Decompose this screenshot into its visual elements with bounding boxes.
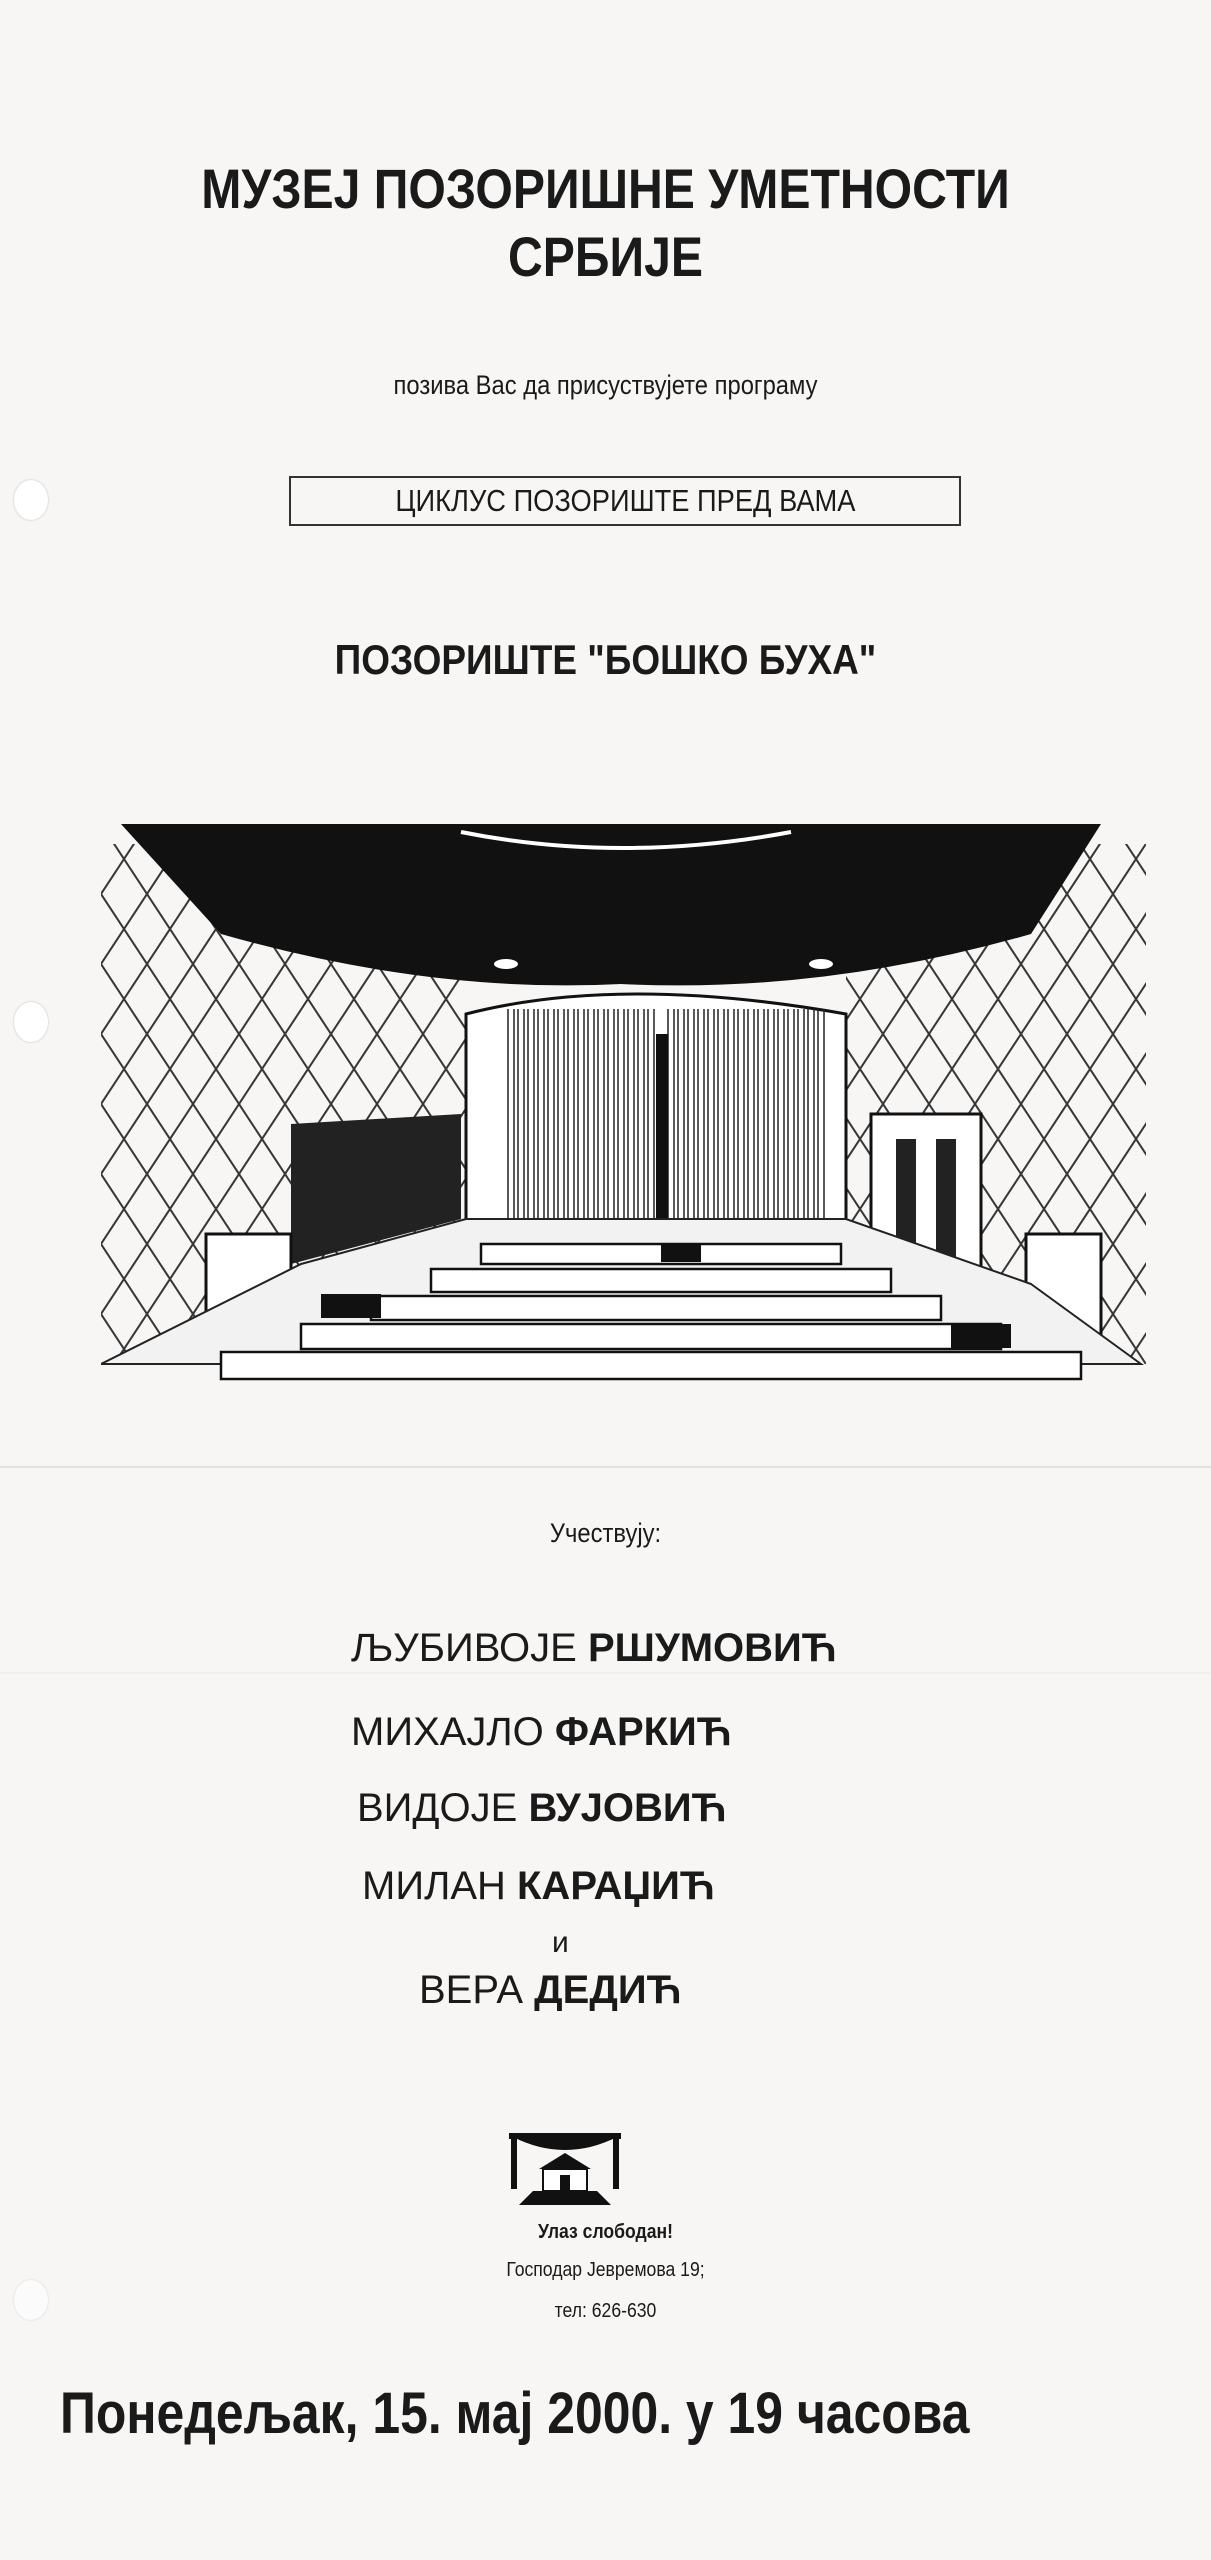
- left-curtain: [506, 1009, 656, 1224]
- invitation-text: позива Вас да присуствујете програму: [393, 370, 818, 400]
- first-name: ЉУБИВОЈЕ: [351, 1626, 577, 1670]
- phone: тел: 626-630: [554, 2300, 657, 2322]
- last-name: КАРАЏИЋ: [517, 1864, 715, 1908]
- right-curtain: [666, 1009, 826, 1224]
- theatre-logo: [509, 2133, 621, 2205]
- theatre-name: ПОЗОРИШТЕ "БОШКО БУХА": [334, 636, 877, 683]
- fold-line: [0, 1466, 1211, 1468]
- last-name: ДЕДИЋ: [534, 1968, 682, 2012]
- cycle-box: ЦИКЛУС ПОЗОРИШТЕ ПРЕД ВАМА: [289, 476, 961, 526]
- last-name: РШУМОВИЋ: [587, 1626, 837, 1670]
- conjunction: и: [552, 1926, 569, 1959]
- participant: ВЕРА ДЕДИЋ: [419, 1968, 682, 2013]
- address: Господар Јевремова 19;: [506, 2259, 705, 2281]
- museum-title-line2: СРБИЈЕ: [507, 225, 704, 288]
- theatre-hall-illustration: [101, 824, 1146, 1381]
- first-name: МИХАЈЛО: [351, 1710, 544, 1754]
- participant: МИХАЈЛО ФАРКИЋ: [351, 1710, 732, 1755]
- punch-hole: [14, 480, 48, 520]
- event-date: Понедељак, 15. мај 2000. у 19 часова: [60, 2381, 970, 2446]
- first-name: ВИДОЈЕ: [357, 1786, 518, 1830]
- participant: МИЛАН КАРАЏИЋ: [362, 1864, 715, 1909]
- participant: ЉУБИВОЈЕ РШУМОВИЋ: [351, 1626, 837, 1671]
- punch-hole: [14, 2280, 48, 2320]
- free-entry: Улаз слободан!: [538, 2221, 673, 2243]
- ceiling: [121, 824, 1101, 986]
- museum-title: МУЗЕЈ ПОЗОРИШНЕ УМЕТНОСТИ: [201, 157, 1010, 220]
- participant: ВИДОЈЕ ВУЈОВИЋ: [357, 1786, 727, 1831]
- first-name: МИЛАН: [362, 1864, 506, 1908]
- participants-label: Учествују:: [549, 1518, 662, 1548]
- punch-hole: [14, 1002, 48, 1042]
- last-name: ВУЈОВИЋ: [528, 1786, 727, 1830]
- cycle-label: ЦИКЛУС ПОЗОРИШТЕ ПРЕД ВАМА: [394, 483, 856, 518]
- first-name: ВЕРА: [419, 1968, 524, 2012]
- last-name: ФАРКИЋ: [554, 1710, 732, 1754]
- fold-line: [0, 1672, 1211, 1674]
